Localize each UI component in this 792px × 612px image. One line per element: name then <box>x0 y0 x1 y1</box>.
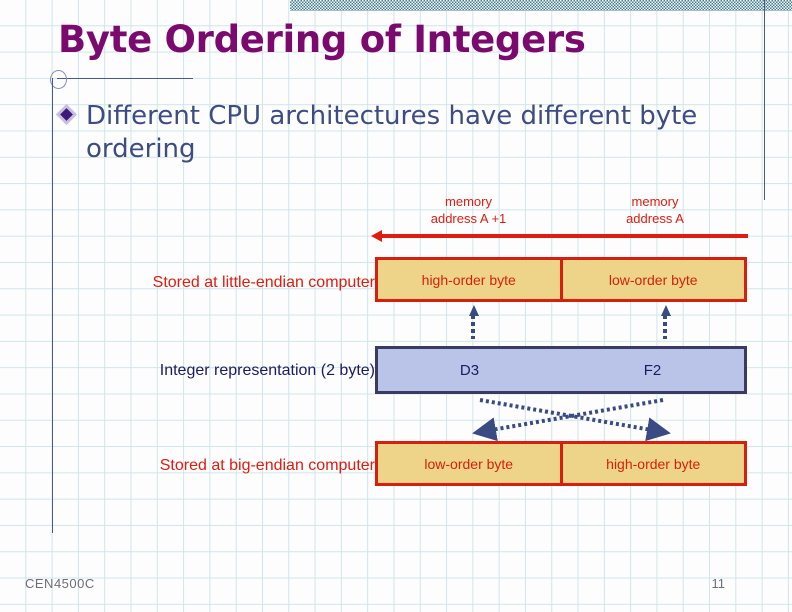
checker-band-decoration <box>290 0 792 11</box>
byte-cell-high: high-order byte <box>378 260 563 299</box>
header-line-1: memory <box>445 194 492 209</box>
integer-representation-byte-row: D3 F2 <box>375 346 747 394</box>
arrow-head <box>661 305 671 316</box>
title-underline-rule <box>57 78 193 79</box>
header-line-1: memory <box>631 194 679 209</box>
byte-value-f2: F2 <box>643 361 662 379</box>
footer-course-code: CEN4500C <box>25 576 95 591</box>
address-arrow-line <box>380 234 748 238</box>
byte-cell-high: high-order byte <box>606 455 701 472</box>
arrow-head <box>469 305 479 316</box>
little-endian-byte-row: high-order byte low-order byte <box>375 257 747 302</box>
arrow-low-to-left <box>472 398 664 442</box>
big-endian-byte-row: low-order byte high-order byte <box>375 441 747 486</box>
up-dotted-arrow-right-icon <box>661 305 671 339</box>
right-vertical-rule <box>764 0 765 200</box>
byte-cell-low: low-order byte <box>378 444 563 483</box>
memory-address-a-plus-1-header: memory address A +1 <box>375 193 562 227</box>
byte-value-d3: D3 <box>459 361 480 379</box>
memory-address-a-header: memory address A <box>563 193 747 227</box>
header-line-2: address A +1 <box>430 211 507 226</box>
big-endian-row-label: Stored at big-endian computer <box>159 457 375 474</box>
crossing-dotted-arrows <box>375 394 747 442</box>
left-vertical-rule <box>52 78 53 533</box>
footer-page-number: 11 <box>711 576 726 591</box>
integer-representation-row-label: Integer representation (2 byte) <box>159 362 375 379</box>
little-endian-row-label: Stored at little-endian computer <box>152 274 375 291</box>
crossing-arrows-svg <box>472 398 671 442</box>
circle-decoration <box>50 70 67 89</box>
bullet-item-label: Different CPU architectures have differe… <box>86 101 698 164</box>
bullet-list-item: Different CPU architectures have differe… <box>60 100 762 166</box>
byte-cell-low: low-order byte <box>608 271 698 288</box>
header-line-2: address A <box>626 211 684 226</box>
page-title: Byte Ordering of Integers <box>58 18 586 61</box>
arrow-stem <box>663 315 667 339</box>
up-dotted-arrow-left-icon <box>469 305 479 339</box>
arrow-stem <box>471 315 475 339</box>
diamond-bullet-icon <box>60 108 73 121</box>
address-arrow-head-icon <box>371 230 382 242</box>
